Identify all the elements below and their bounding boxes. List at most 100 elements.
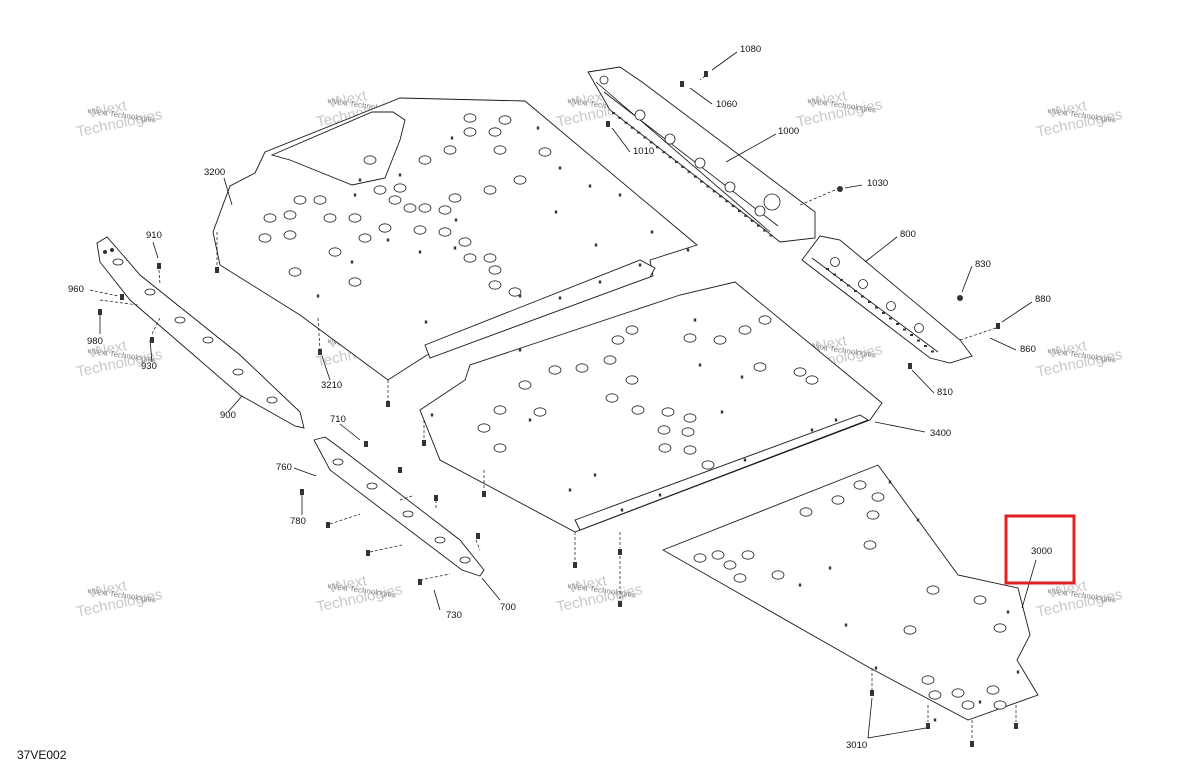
leader-line <box>699 75 706 81</box>
leader-line <box>867 697 873 739</box>
callout-1080[interactable]: 1080 <box>740 44 761 55</box>
mounting-hole <box>771 570 785 580</box>
rivet <box>518 294 522 298</box>
callout-760[interactable]: 760 <box>276 462 292 473</box>
rail-tooth <box>725 200 729 203</box>
callout-900[interactable]: 900 <box>220 410 236 421</box>
rivet <box>558 296 562 300</box>
rivet <box>740 375 744 379</box>
rivet <box>693 318 697 322</box>
callout-3210[interactable]: 3210 <box>321 380 342 391</box>
callout-780[interactable]: 780 <box>290 516 306 527</box>
callout-830[interactable]: 830 <box>975 259 991 270</box>
rail-end <box>599 75 609 85</box>
leader-line <box>321 355 331 381</box>
leader-line <box>874 421 926 433</box>
clip <box>754 205 766 217</box>
leader-line <box>689 87 713 105</box>
callout-910[interactable]: 910 <box>146 230 162 241</box>
fastener <box>422 440 426 446</box>
panel-3200[interactable] <box>212 97 698 381</box>
leader-line <box>725 133 777 163</box>
callout-3400[interactable]: 3400 <box>930 428 951 439</box>
rivet <box>103 250 107 254</box>
mounting-hole <box>625 375 639 385</box>
callout-930[interactable]: 930 <box>141 361 157 372</box>
mounting-hole <box>961 700 975 710</box>
fastener <box>150 337 154 343</box>
rail-tooth <box>744 214 748 217</box>
rail-tooth <box>847 284 850 287</box>
fastener <box>970 741 974 747</box>
panel-3400[interactable] <box>419 281 883 533</box>
callout-3200[interactable]: 3200 <box>204 167 225 178</box>
clip <box>914 323 924 333</box>
mounting-hole <box>258 233 272 243</box>
callout-labels: 1080 1060 1010 1000 1030 800 830 880 860… <box>68 44 1052 751</box>
mounting-hole <box>986 685 1000 695</box>
rail-tooth <box>637 131 641 134</box>
leader-line <box>959 327 997 341</box>
rail-1000[interactable] <box>587 66 816 243</box>
rivet <box>698 363 702 367</box>
callout-3000[interactable]: 3000 <box>1031 546 1052 557</box>
mounting-hole <box>538 147 552 157</box>
rivet <box>554 210 558 214</box>
mounting-hole <box>413 225 427 235</box>
leader-line <box>961 265 973 293</box>
rail-tooth <box>917 339 920 342</box>
fastener <box>418 579 422 585</box>
callout-800[interactable]: 800 <box>900 229 916 240</box>
mounting-hole <box>611 335 625 345</box>
rail-tooth <box>889 317 892 320</box>
rail-tooth <box>687 170 691 173</box>
callout-1030[interactable]: 1030 <box>867 178 888 189</box>
fastener <box>926 723 930 729</box>
callout-710[interactable]: 710 <box>330 414 346 425</box>
mounting-hole <box>488 280 502 290</box>
fastener <box>476 533 480 539</box>
rivet <box>916 518 920 522</box>
mounting-hole <box>513 175 527 185</box>
leader-line <box>149 339 153 363</box>
rivet <box>358 178 362 182</box>
rail-tooth <box>875 306 878 309</box>
callout-1060[interactable]: 1060 <box>716 99 737 110</box>
mounting-hole <box>871 492 885 502</box>
callout-810[interactable]: 810 <box>937 387 953 398</box>
callout-1010[interactable]: 1010 <box>633 146 654 157</box>
rivet <box>350 260 354 264</box>
mounting-hole <box>575 363 589 373</box>
rivet <box>518 348 522 352</box>
clip <box>459 556 471 564</box>
callout-700[interactable]: 700 <box>500 602 516 613</box>
callout-730[interactable]: 730 <box>446 610 462 621</box>
mounting-hole <box>831 495 845 505</box>
rail-tooth <box>861 295 864 298</box>
mounting-hole <box>661 407 675 417</box>
rail-800[interactable] <box>801 235 973 364</box>
mounting-hole <box>328 247 342 257</box>
rail-900[interactable] <box>96 236 305 429</box>
leader-line <box>475 539 481 551</box>
callout-980[interactable]: 980 <box>87 336 103 347</box>
panel-3000[interactable] <box>661 464 1039 722</box>
mounting-hole <box>498 115 512 125</box>
mounting-hole <box>418 155 432 165</box>
callout-860[interactable]: 860 <box>1020 344 1036 355</box>
clip <box>174 316 186 324</box>
callout-3010[interactable]: 3010 <box>846 740 867 751</box>
rivet <box>424 320 428 324</box>
mounting-hole <box>683 413 697 423</box>
fastener <box>618 601 622 607</box>
callout-960[interactable]: 960 <box>68 284 84 295</box>
rail-700[interactable] <box>313 436 485 577</box>
mounting-hole <box>693 553 707 563</box>
callout-880[interactable]: 880 <box>1035 294 1051 305</box>
fastener <box>318 349 322 355</box>
fastener <box>870 690 874 696</box>
clip <box>202 336 214 344</box>
mounting-hole <box>463 113 477 123</box>
clip <box>402 510 414 518</box>
callout-1000[interactable]: 1000 <box>778 126 799 137</box>
